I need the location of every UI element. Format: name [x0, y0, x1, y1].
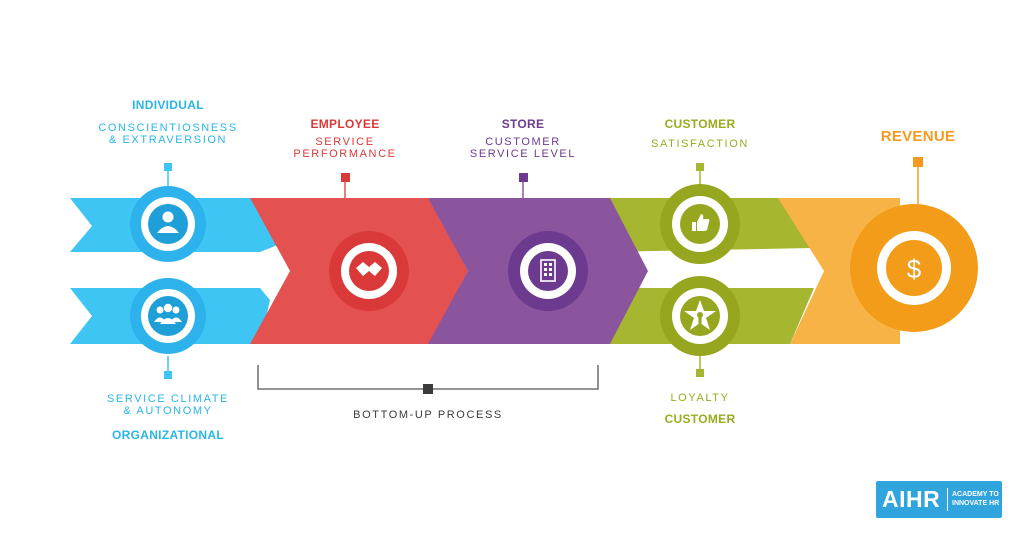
logo-separator: [947, 488, 948, 511]
loyalty-connector: [696, 356, 704, 377]
satisfaction-node: [660, 184, 740, 264]
customer-loyalty-heading: CUSTOMER: [664, 412, 736, 426]
employee-heading: EMPLOYEE: [310, 117, 380, 131]
handshake-icon: [356, 262, 382, 276]
person-icon: [157, 211, 179, 233]
aihr-logo: AIHR ACADEMY TO INNOVATE HR: [876, 481, 1002, 518]
customer-satisfaction-heading: CUSTOMER: [664, 117, 736, 131]
organizational-line2: & AUTONOMY: [123, 405, 213, 417]
bottom-up-label: BOTTOM-UP PROCESS: [353, 409, 503, 421]
store-connector: [519, 173, 528, 198]
employee-connector: [341, 173, 350, 198]
revenue-node: $: [850, 204, 978, 332]
satisfaction-connector: [696, 163, 704, 186]
individual-heading: INDIVIDUAL: [132, 98, 204, 112]
logo-tagline-line2: INNOVATE HR: [952, 500, 1000, 507]
organizational-connector: [164, 356, 172, 379]
store-heading: STORE: [501, 117, 545, 131]
revenue-connector: [913, 157, 923, 205]
loyalty-label: LOYALTY: [670, 392, 730, 404]
employee-node: [329, 231, 409, 311]
organizational-heading: ORGANIZATIONAL: [112, 428, 224, 442]
individual-node: [130, 186, 206, 262]
individual-line2: & EXTRAVERSION: [108, 134, 228, 146]
individual-connector: [164, 163, 172, 186]
revenue-heading: REVENUE: [880, 128, 956, 145]
logo-tagline-line1: ACADEMY TO: [952, 491, 999, 498]
store-node: [508, 231, 588, 311]
satisfaction-label: SATISFACTION: [651, 138, 749, 150]
organizational-node: [130, 278, 206, 354]
thumbs-up-icon: [692, 214, 710, 231]
individual-line1: CONSCIENTIOSNESS: [98, 122, 238, 134]
group-icon: [154, 303, 182, 324]
building-icon: [540, 259, 556, 282]
dollar-icon: $: [907, 254, 922, 284]
employee-line1: SERVICE: [315, 136, 375, 148]
logo-wordmark: AIHR: [882, 486, 941, 512]
organizational-line1: SERVICE CLIMATE: [106, 393, 229, 405]
employee-line2: PERFORMANCE: [293, 148, 397, 160]
star-award-icon: [684, 300, 716, 330]
logo-tagline: ACADEMY TO INNOVATE HR: [952, 490, 1000, 508]
store-line1: CUSTOMER: [485, 136, 561, 148]
loyalty-node: [660, 276, 740, 356]
store-line2: SERVICE LEVEL: [469, 148, 577, 160]
bottom-up-bracket: [257, 365, 599, 394]
